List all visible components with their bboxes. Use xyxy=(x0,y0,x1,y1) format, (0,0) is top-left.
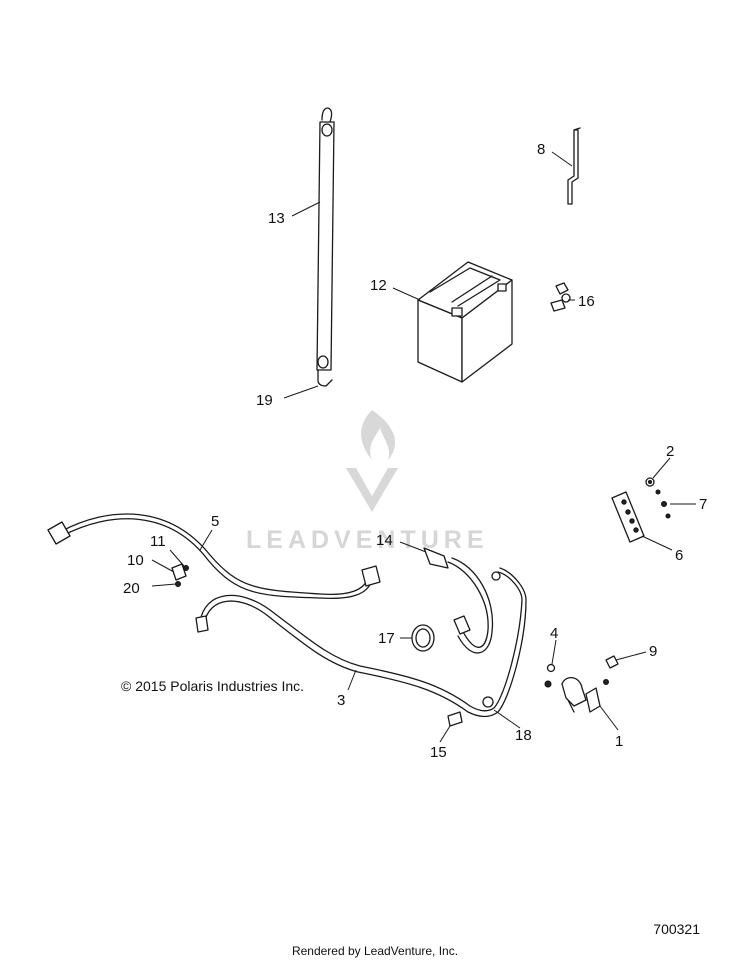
callout-9: 9 xyxy=(649,643,657,660)
callout-19: 19 xyxy=(256,392,273,409)
cable-14 xyxy=(423,547,494,654)
diagram-id: 700321 xyxy=(653,921,700,937)
leader-15 xyxy=(439,725,451,743)
callout-7: 7 xyxy=(699,496,707,513)
leader-1 xyxy=(599,705,619,731)
callout-12: 12 xyxy=(370,277,387,294)
battery-12 xyxy=(417,261,513,383)
leader-11 xyxy=(169,549,185,567)
callout-15: 15 xyxy=(430,744,447,761)
callout-1: 1 xyxy=(615,733,623,750)
callout-3: 3 xyxy=(337,692,345,709)
callout-4: 4 xyxy=(550,625,558,642)
callout-5: 5 xyxy=(211,513,219,530)
leader-18 xyxy=(493,709,521,729)
callout-20: 20 xyxy=(123,580,140,597)
leader-10 xyxy=(151,559,175,573)
callout-14: 14 xyxy=(376,532,393,549)
callout-16: 16 xyxy=(578,293,595,310)
washers-7 xyxy=(655,489,671,519)
leader-5 xyxy=(199,529,213,551)
cable-3 xyxy=(195,567,527,718)
nut-2 xyxy=(645,477,655,487)
watermark-flame-logo xyxy=(346,410,398,512)
battery-strap-13 xyxy=(316,107,335,387)
leader-19 xyxy=(283,385,319,399)
leader-13 xyxy=(291,201,321,217)
callout-8: 8 xyxy=(537,141,545,158)
leader-2 xyxy=(652,457,671,479)
cable-5 xyxy=(47,513,381,600)
leader-14 xyxy=(399,541,427,553)
switch-1 xyxy=(561,677,601,713)
render-credit: Rendered by LeadVenture, Inc. xyxy=(291,944,459,958)
copyright-notice: © 2015 Polaris Industries Inc. xyxy=(121,678,305,694)
callout-2: 2 xyxy=(666,443,674,460)
leader-8 xyxy=(551,151,573,167)
leader-4 xyxy=(551,639,557,665)
callout-11: 11 xyxy=(150,533,166,550)
callout-6: 6 xyxy=(675,547,683,564)
fitting-15 xyxy=(447,711,463,727)
grommet-17 xyxy=(411,624,435,652)
watermark-text: LEADVENTURE xyxy=(246,526,489,554)
callout-13: 13 xyxy=(268,210,285,227)
leader-12 xyxy=(392,287,421,301)
leader-3 xyxy=(347,669,357,691)
clip-10-11-20 xyxy=(171,563,189,587)
leader-6 xyxy=(641,535,673,551)
hardware-16 xyxy=(550,282,571,312)
leader-20 xyxy=(151,583,177,587)
nut-4 xyxy=(544,663,556,688)
callout-18: 18 xyxy=(515,727,532,744)
callout-17: 17 xyxy=(378,630,395,647)
fastener-9 xyxy=(603,655,619,685)
leader-9 xyxy=(615,651,647,661)
bracket-8 xyxy=(567,127,581,205)
callout-10: 10 xyxy=(127,552,144,569)
terminal-block-6 xyxy=(611,491,645,543)
